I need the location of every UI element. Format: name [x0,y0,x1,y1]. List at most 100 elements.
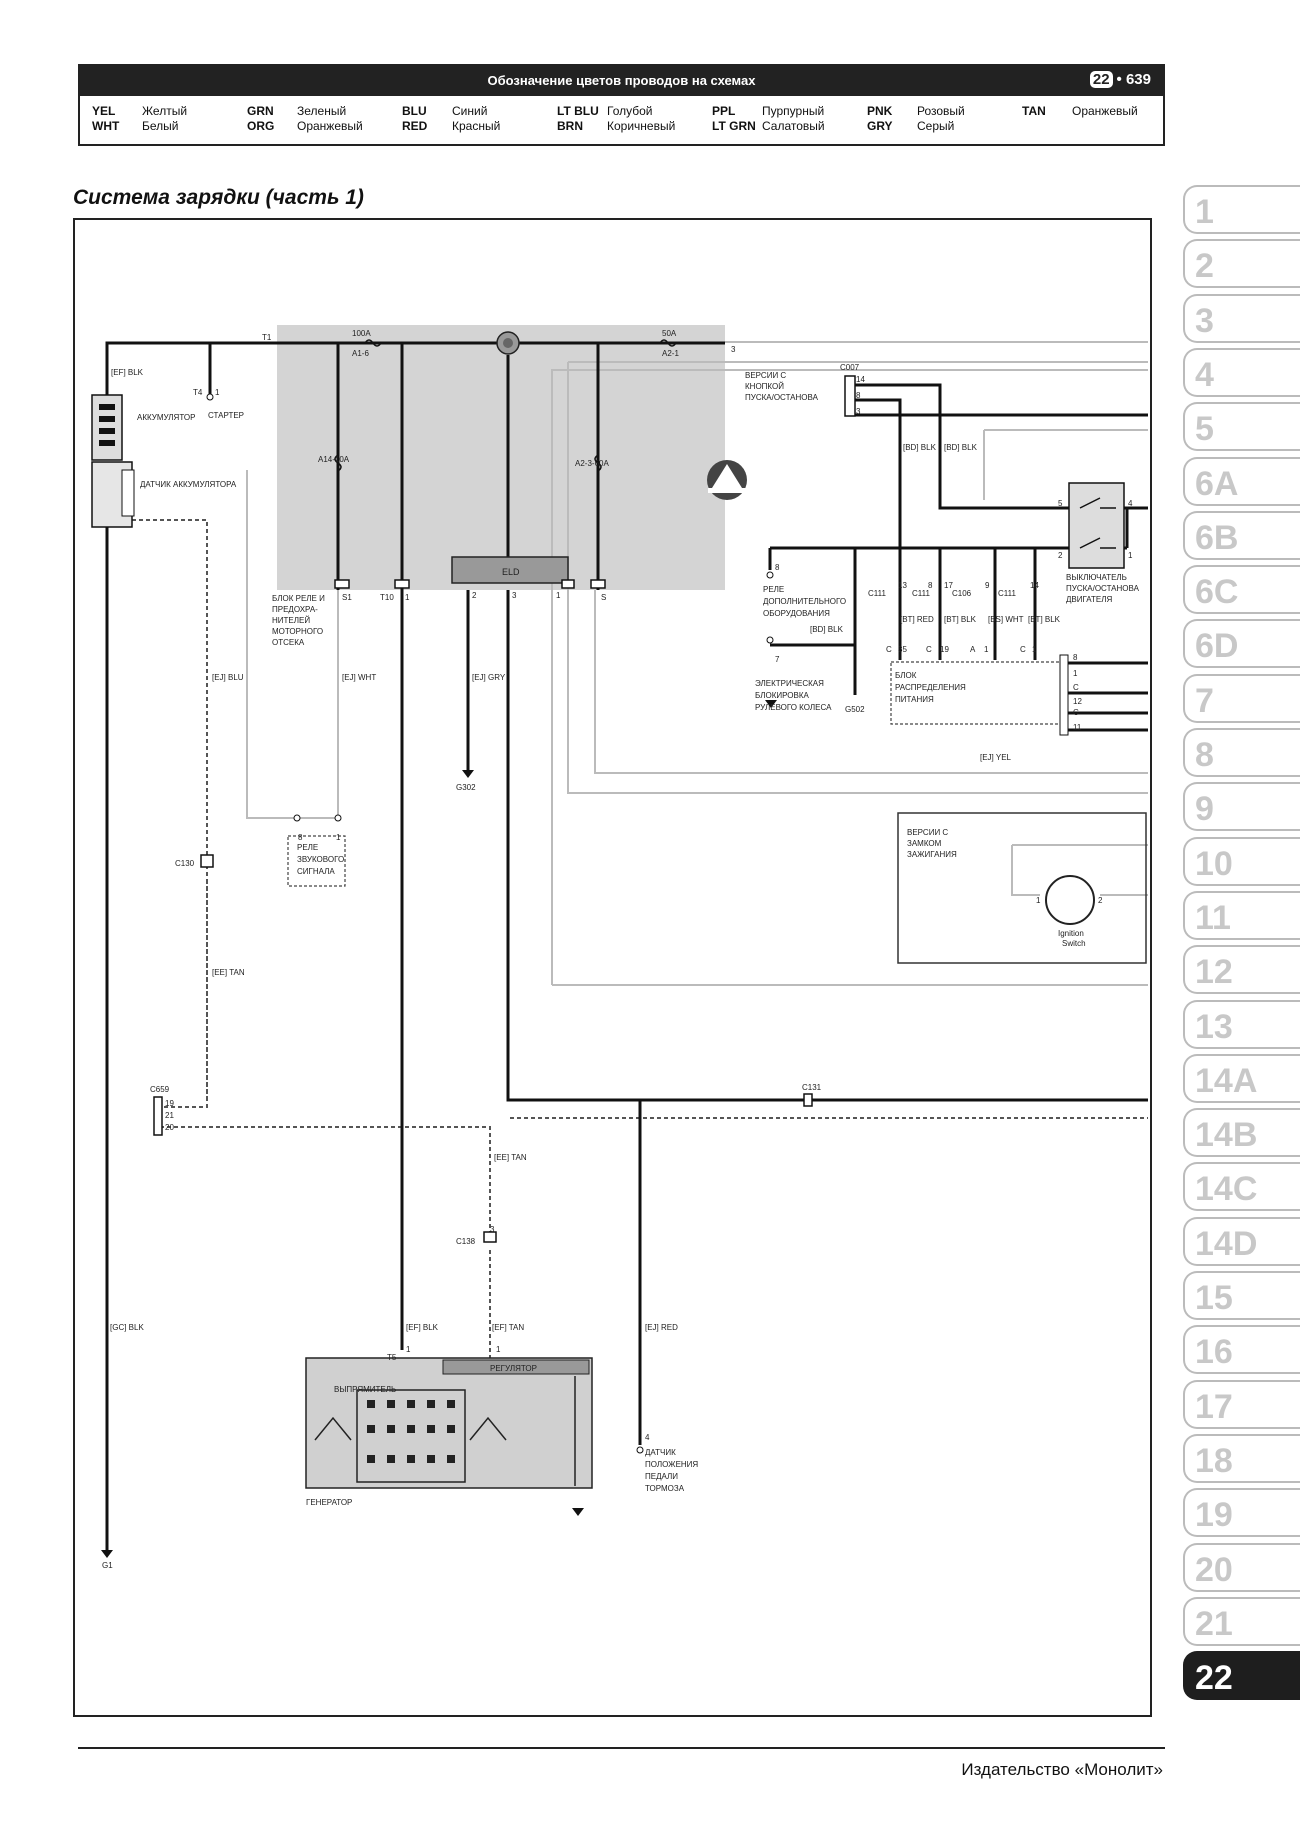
chapter-tab-22[interactable]: 22 [1183,1651,1300,1701]
battery-wire-label: [EF] BLK [111,368,144,377]
chapter-tab-21[interactable]: 21 [1183,1596,1300,1646]
pdb-label-3: ПИТАНИЯ [895,695,934,704]
wire-yel: [EJ] YEL [980,753,1012,762]
ign-pin-2: 2 [1098,896,1103,905]
starter-pin: T4 [193,388,203,397]
pdb-label-1: БЛОК [895,671,917,680]
chapter-tab-16[interactable]: 16 [1183,1325,1300,1375]
switch-pin-1: 1 [1128,551,1133,560]
t5-pin: 1 [406,1345,411,1354]
pdb-right-6: 11 [1073,723,1082,732]
pdb-right-4: 12 [1073,697,1082,706]
chapter-tab-label: 6D [1195,627,1239,666]
pdb-right-2: 1 [1073,669,1078,678]
chapter-tab-label: 17 [1195,1387,1233,1426]
chapter-badge: 22 [1089,71,1113,88]
wire-bt-blk: [BT] BLK [944,615,977,624]
pdb-right-3: C [1073,683,1079,692]
chapter-tab-6c[interactable]: 6C [1183,565,1300,615]
chapter-tab-19[interactable]: 19 [1183,1488,1300,1538]
chapter-tab-13[interactable]: 13 [1183,999,1300,1049]
conn-pin-13: 13 [898,581,907,590]
chapter-tab-8[interactable]: 8 [1183,728,1300,777]
chapter-tab-10[interactable]: 10 [1183,836,1300,886]
chapter-tab-1[interactable]: 1 [1183,185,1300,234]
wire-ef-blk: [EF] BLK [406,1323,439,1332]
chapter-tab-label: 5 [1195,410,1214,449]
chapter-tab-5[interactable]: 5 [1183,402,1300,452]
chapter-tab-label: 1 [1195,193,1214,231]
regulator-label: РЕГУЛЯТОР [490,1364,537,1373]
ground-symbols [101,700,777,1558]
legend-code: RED [402,119,428,133]
battery-symbol [91,394,135,528]
c659-pin-20: 20 [165,1123,174,1132]
legend-color-name: Оранжевый [1072,104,1138,118]
chapter-tab-14b[interactable]: 14B [1183,1108,1300,1158]
chapter-tab-4[interactable]: 4 [1183,347,1300,397]
chapter-tab-6b[interactable]: 6B [1183,510,1300,560]
rectifier-label: ВЫПРЯМИТЕЛЬ [334,1385,396,1394]
chapter-tab-3[interactable]: 3 [1183,293,1300,343]
eld-pin-2: 3 [512,591,517,600]
conn-pin-9: 9 [985,581,990,590]
version-key-1: ВЕРСИИ С [907,828,948,837]
chapter-tab-12[interactable]: 12 [1183,945,1300,995]
t1-label: T1 [262,333,272,342]
chapter-tab-6d[interactable]: 6D [1183,619,1300,669]
fuse-50-label: 50A [662,329,677,338]
legend-color-name: Пурпурный [762,104,825,118]
diagram-labels: 100A A1-6 50A A2-1 A14-10A A2-3-60A T1 3… [102,329,1140,1570]
c659-pin-21: 21 [165,1111,174,1120]
chapter-tab-label: 8 [1195,736,1214,774]
chapter-tab-15[interactable]: 15 [1183,1271,1300,1320]
generator-label: ГЕНЕРАТОР [306,1498,352,1507]
chapter-tab-14c[interactable]: 14C [1183,1162,1300,1212]
chapter-tab-label: 14D [1195,1224,1258,1263]
switch-pin-2: 2 [1058,551,1063,560]
brake-label-1: ДАТЧИК [645,1448,676,1457]
chapter-tab-label: 12 [1195,953,1233,992]
chapter-tab-label: 11 [1195,898,1231,937]
eld-pin-1: 2 [472,591,477,600]
chapter-tab-2[interactable]: 2 [1183,239,1300,289]
pdb-pin-3: C [926,645,932,654]
ign-label-2: Switch [1062,939,1086,948]
chapter-tab-label: 22 [1195,1659,1233,1698]
chapter-tab-14a[interactable]: 14A [1183,1053,1300,1103]
chapter-tab-label: 13 [1195,1007,1233,1046]
aux-relay-2: ДОПОЛНИТЕЛЬНОГО [763,597,846,606]
legend-title: Обозначение цветов проводов на схемах [487,73,756,88]
chapter-tab-11[interactable]: 11 [1183,890,1300,940]
wire-color-legend: Обозначение цветов проводов на схемах 22… [78,64,1165,146]
legend-color-name: Синий [452,104,488,118]
version-key-2: ЗАМКОМ [907,839,942,848]
fuse-100-label: 100A [352,329,371,338]
legend-code: PNK [867,104,893,118]
legend-code: LT GRN [712,119,756,133]
chapter-tab-14d[interactable]: 14D [1183,1216,1300,1266]
chapter-tab-9[interactable]: 9 [1183,782,1300,832]
pdb-right-1: 8 [1073,653,1078,662]
chapter-tab-18[interactable]: 18 [1183,1433,1300,1483]
main-terminal-core [503,338,513,348]
legend-color-name: Коричневый [607,119,676,133]
chapter-tab-17[interactable]: 17 [1183,1379,1300,1429]
chapter-tab-label: 9 [1195,790,1214,829]
wire-bt-blk-2: [BT] BLK [1028,615,1061,624]
chapter-tab-20[interactable]: 20 [1183,1542,1300,1592]
chapter-tab-7[interactable]: 7 [1183,673,1300,723]
wire-ef-tan: [EF] TAN [492,1323,524,1332]
chapter-tab-6a[interactable]: 6A [1183,456,1300,506]
battery-label: АККУМУЛЯТОР [137,413,195,422]
chapter-tab-label: 21 [1195,1604,1233,1643]
pdb-pin-7: C [1020,645,1026,654]
wire-bd-blk-1: [BD] BLK [903,443,937,452]
brake-label-3: ПЕДАЛИ [645,1472,678,1481]
legend-color-name: Розовый [917,104,965,118]
conn-c111-a: C111 [868,589,886,598]
aux-relay-3: ОБОРУДОВАНИЯ [763,609,830,618]
aux-pin: 8 [775,563,780,572]
